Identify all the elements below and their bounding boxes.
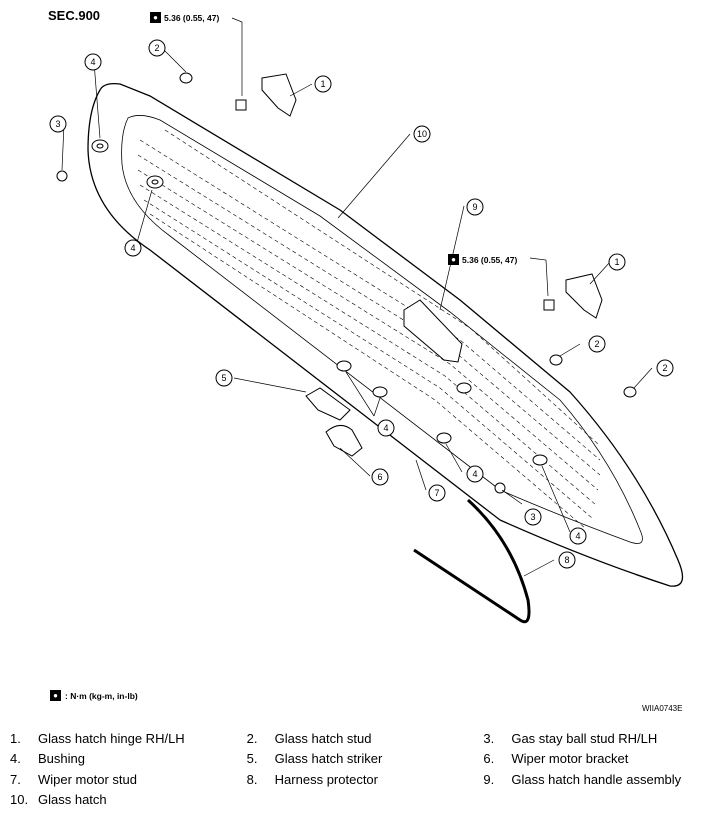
wiper-bracket [325, 425, 363, 457]
svg-text:8: 8 [564, 555, 569, 565]
part-item: 2.Glass hatch stud [246, 730, 372, 746]
hinge-lh [261, 73, 297, 117]
callout-4b: 4 [124, 239, 142, 257]
svg-text:4: 4 [575, 531, 580, 541]
callout-5: 5 [215, 369, 233, 387]
svg-text:4: 4 [472, 469, 477, 479]
callout-2c: 2 [656, 359, 674, 377]
svg-text:4: 4 [90, 57, 95, 67]
callout-7: 7 [428, 484, 446, 502]
part-item: 9.Glass hatch handle assembly [483, 771, 682, 787]
svg-text:3: 3 [530, 512, 535, 522]
handle-assembly [403, 299, 463, 363]
parts-row: 10.Glass hatch [0, 790, 710, 811]
figure-id: WIIA0743E [642, 704, 683, 713]
svg-text:2: 2 [662, 363, 667, 373]
callout-3b: 3 [524, 508, 542, 526]
callout-4e: 4 [569, 527, 587, 545]
part-item: 8.Harness protector [246, 771, 378, 787]
harness-protector [413, 498, 531, 624]
torque-legend: ● : N·m (kg-m, in-lb) [50, 690, 138, 701]
torque-spec-lower: ● 5.36 (0.55, 47) [448, 254, 517, 265]
svg-text:9: 9 [472, 202, 477, 212]
torque-spec-upper: ● 5.36 (0.55, 47) [150, 12, 219, 23]
callout-2b: 2 [588, 335, 606, 353]
diagram-drawing: 1 1 2 2 2 3 3 4 4 4 4 4 5 6 7 8 9 10 [49, 17, 684, 624]
callout-1a: 1 [314, 75, 332, 93]
exploded-diagram: SEC.900 [48, 8, 684, 713]
callout-10: 10 [413, 125, 431, 143]
svg-text:2: 2 [154, 43, 159, 53]
hinge-rh [565, 273, 603, 319]
parts-row: 1.Glass hatch hinge RH/LH 2.Glass hatch … [0, 728, 710, 749]
callout-8: 8 [558, 551, 576, 569]
torque-wrench-icon: ● [150, 12, 161, 23]
callout-4c: 4 [377, 419, 395, 437]
part-item: 4.Bushing [10, 751, 85, 767]
svg-text:4: 4 [130, 243, 135, 253]
svg-text:3: 3 [55, 119, 60, 129]
glass-hatch-outline [87, 82, 684, 587]
callout-9: 9 [466, 198, 484, 216]
callouts: 1 1 2 2 2 3 3 4 4 4 4 4 5 6 7 8 9 10 [49, 39, 674, 569]
part-item: 7.Wiper motor stud [10, 771, 137, 787]
callout-3a: 3 [49, 115, 67, 133]
torque-wrench-icon: ● [50, 690, 61, 701]
parts-legend: 1.Glass hatch hinge RH/LH 2.Glass hatch … [0, 728, 710, 810]
striker [305, 387, 351, 421]
section-label: SEC.900 [48, 8, 101, 23]
callout-6: 6 [371, 468, 389, 486]
nut-hinge-rh [543, 299, 555, 311]
part-item: 10.Glass hatch [10, 792, 107, 808]
nut-hinge-lh [235, 99, 247, 111]
leader-lines [61, 17, 653, 577]
svg-text:10: 10 [417, 129, 427, 139]
part-item: 5.Glass hatch striker [246, 751, 383, 767]
glass-hatch-inner [121, 115, 643, 544]
svg-text:7: 7 [434, 488, 439, 498]
callout-1b: 1 [608, 253, 626, 271]
bushings [91, 139, 548, 466]
part-item: 1.Glass hatch hinge RH/LH [10, 730, 185, 746]
callout-4a: 4 [84, 53, 102, 71]
part-item: 3.Gas stay ball stud RH/LH [483, 730, 658, 746]
torque-wrench-icon: ● [448, 254, 459, 265]
callout-4d: 4 [466, 465, 484, 483]
svg-text:1: 1 [614, 257, 619, 267]
defogger-grid [137, 129, 601, 529]
svg-text:2: 2 [594, 339, 599, 349]
callout-2a: 2 [148, 39, 166, 57]
parts-row: 4.Bushing 5.Glass hatch striker 6.Wiper … [0, 749, 710, 770]
parts-row: 7.Wiper motor stud 8.Harness protector 9… [0, 769, 710, 790]
svg-text:1: 1 [320, 79, 325, 89]
svg-text:5: 5 [221, 373, 226, 383]
studs [56, 72, 637, 494]
part-item: 6.Wiper motor bracket [483, 751, 629, 767]
svg-text:4: 4 [383, 423, 388, 433]
svg-text:6: 6 [377, 472, 382, 482]
